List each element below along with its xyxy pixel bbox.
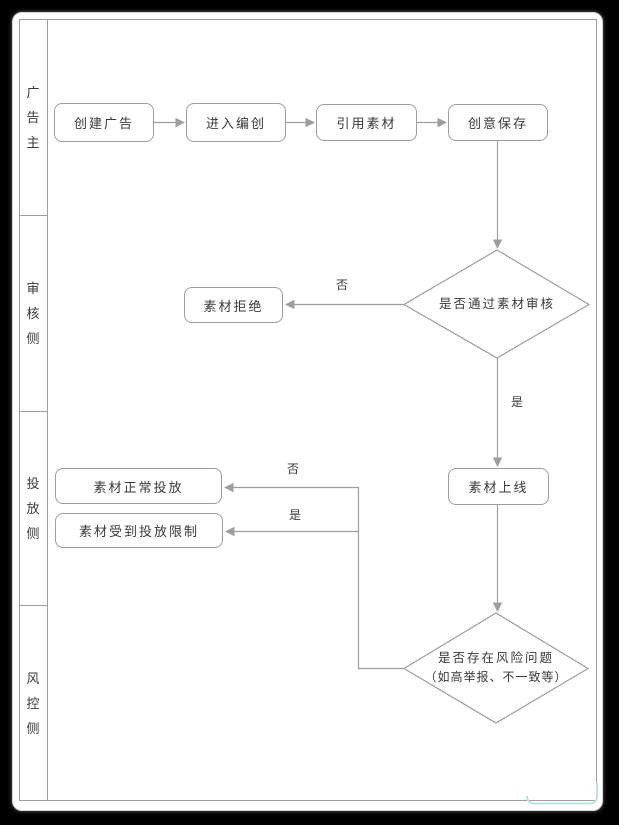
- decision-material-review-label: 是否通过素材审核: [438, 297, 555, 311]
- edge-label-review-yes: 是: [510, 395, 523, 409]
- lane-label-risk-side: 风控侧: [26, 671, 40, 736]
- node-save-creative: 创意保存: [448, 104, 548, 141]
- edge-risk-no-to-normal-delivery: [224, 482, 404, 670]
- decision-risk-issue-label: 是否存在风险问题 （如高举报、不一致等）: [406, 649, 586, 687]
- node-material-normal-delivery: 素材正常投放: [55, 468, 222, 504]
- decision-risk-issue-line1: 是否存在风险问题: [437, 651, 554, 665]
- bottom-right-accent-shape: [526, 783, 598, 805]
- decision-risk-issue-shape: [402, 612, 590, 724]
- node-material-online: 素材上线: [448, 468, 549, 505]
- swimlane-frame: [19, 19, 597, 801]
- lane-label-delivery-side: 投放侧: [26, 476, 40, 541]
- decision-material-review-shape: [402, 249, 591, 359]
- edge-label-risk-yes: 是: [288, 508, 301, 522]
- lane-label-review-side: 审核侧: [26, 281, 40, 346]
- node-create-ad: 创建广告: [54, 103, 154, 142]
- node-material-delivery-limited: 素材受到投放限制: [55, 513, 223, 548]
- lane-label-advertiser: 广告主: [26, 85, 40, 150]
- node-reference-material: 引用素材: [316, 104, 417, 141]
- edge-label-risk-no: 否: [286, 462, 299, 476]
- node-enter-edit: 进入编创: [186, 103, 286, 142]
- decision-risk-issue-line2: （如高举报、不一致等）: [424, 670, 568, 684]
- edge-label-review-no: 否: [335, 278, 348, 292]
- node-material-rejected: 素材拒绝: [184, 287, 283, 323]
